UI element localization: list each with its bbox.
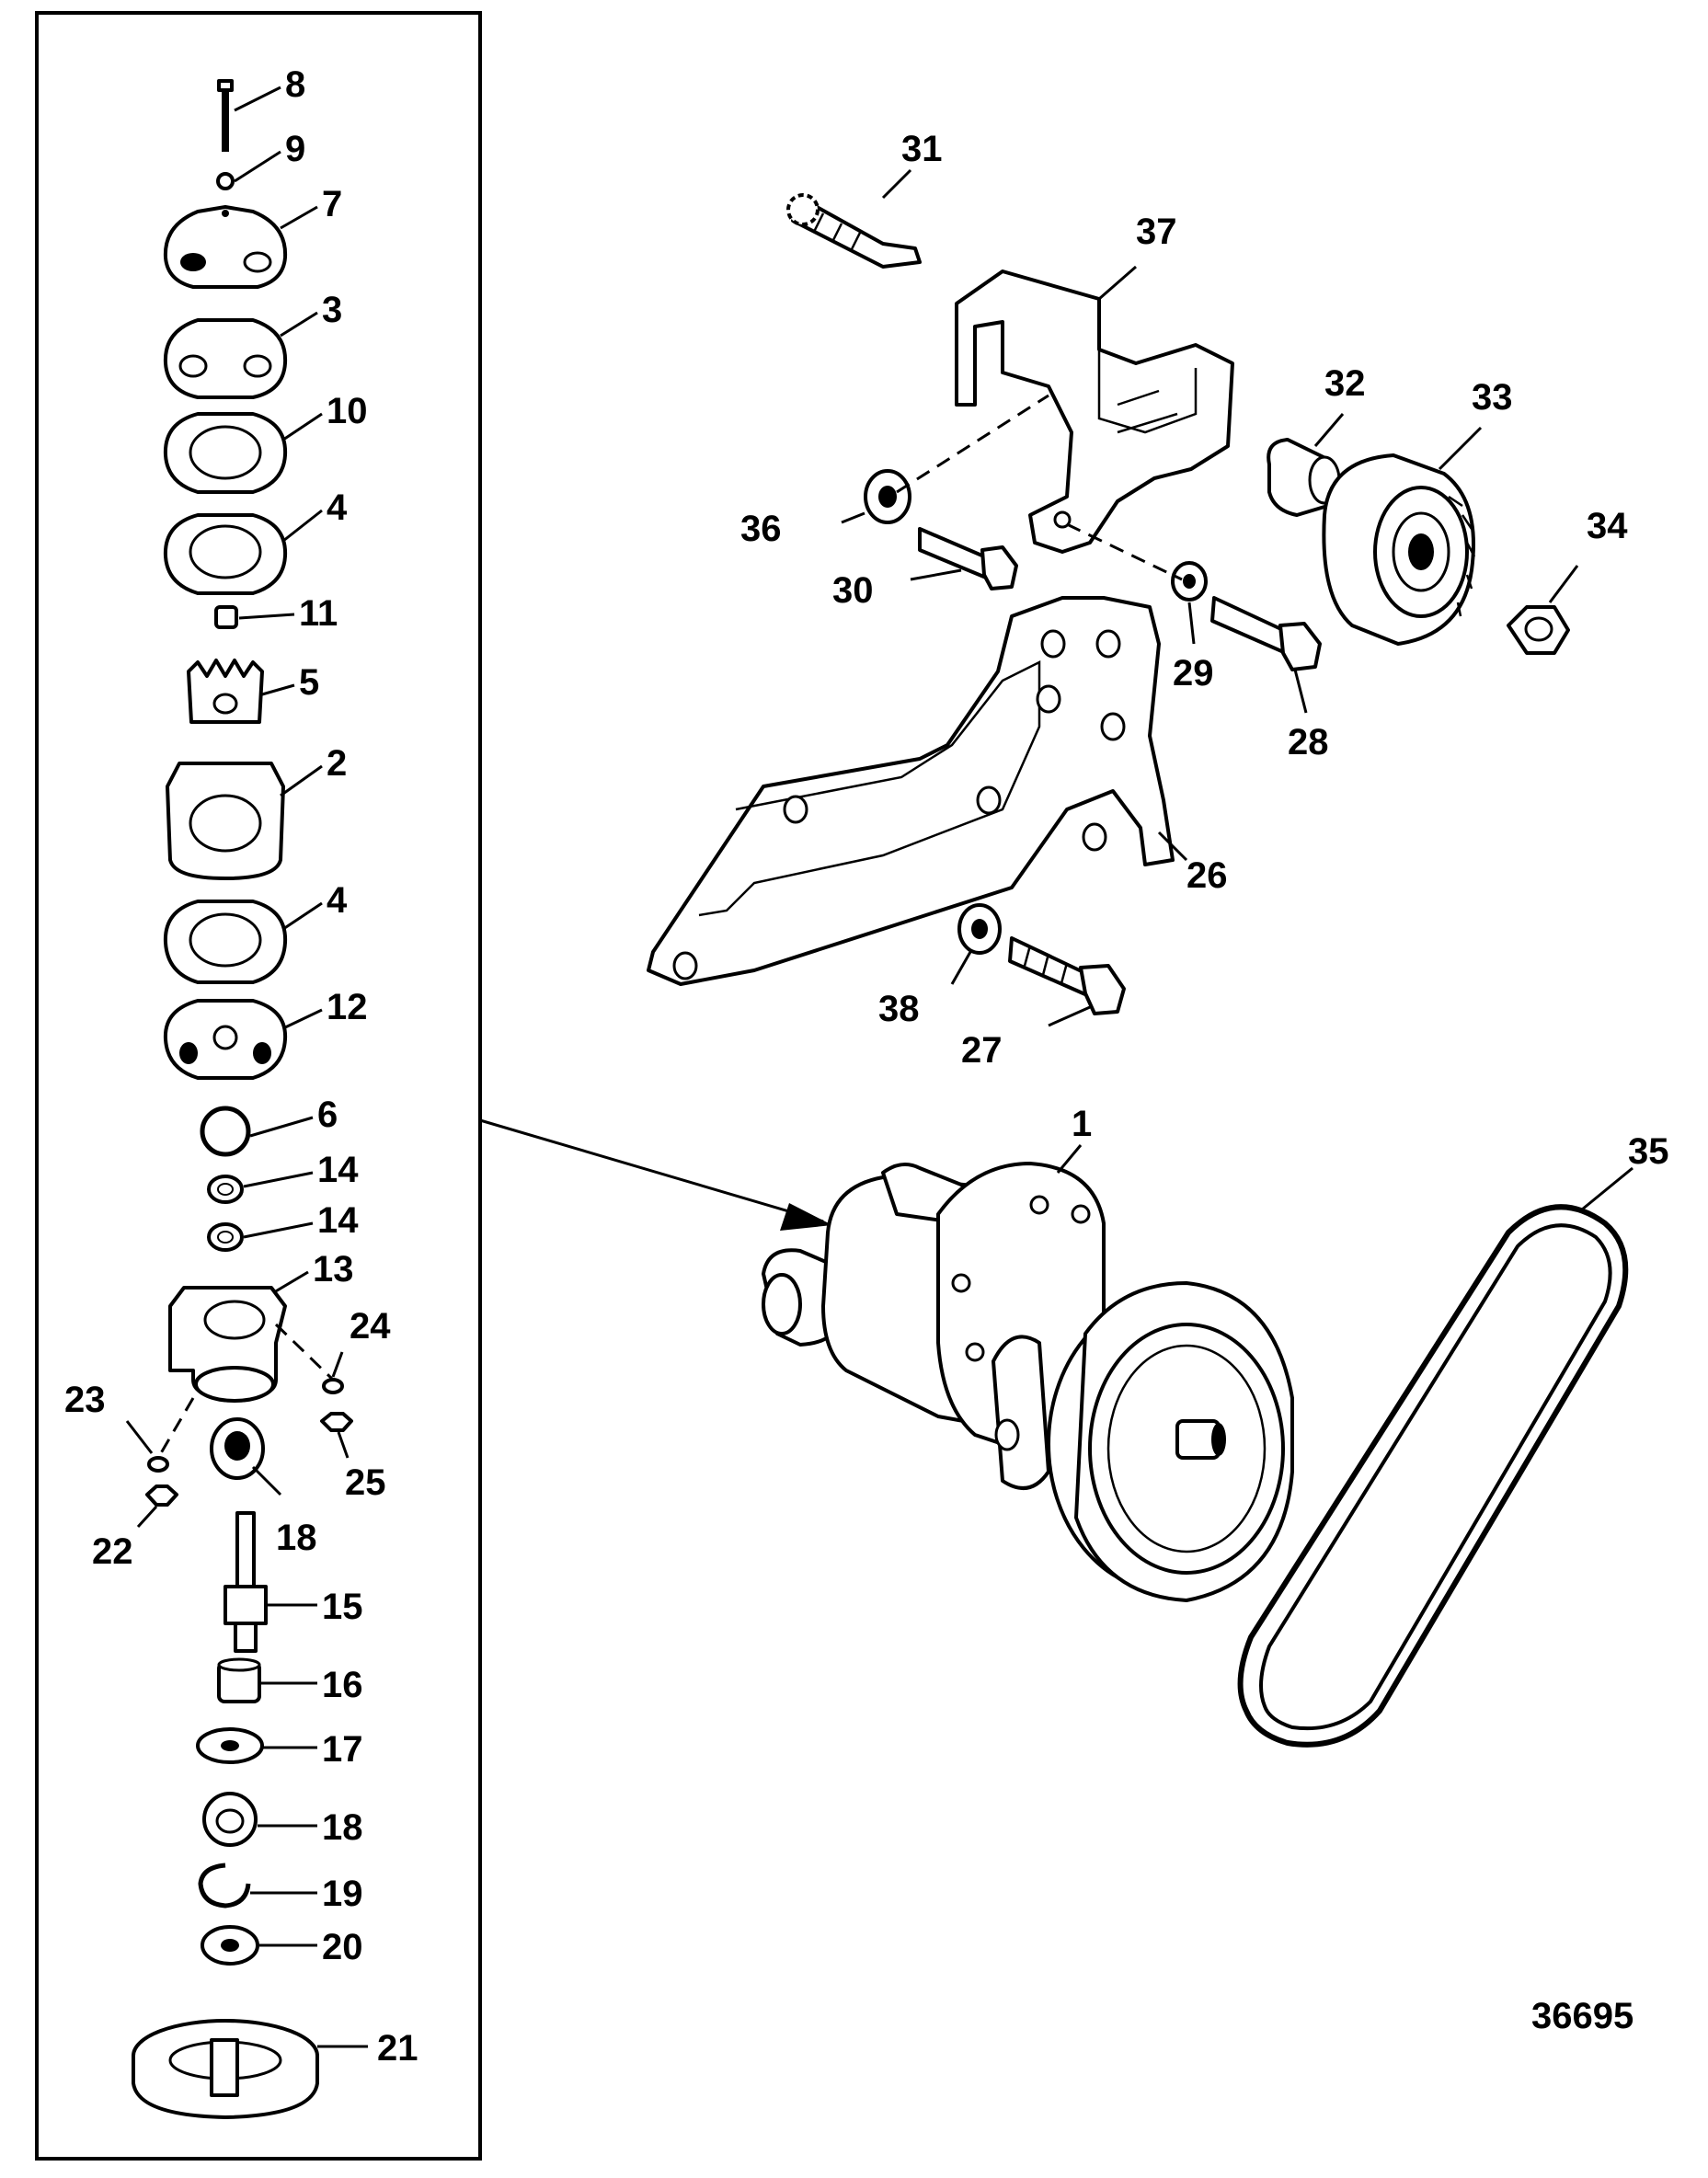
part-15-shaft (224, 1511, 268, 1653)
callout-11: 11 (299, 593, 338, 634)
part-36-washer (864, 469, 911, 524)
callout-24: 24 (350, 1306, 391, 1347)
part-11-sleeve (214, 605, 238, 629)
figure-number: 36695 (1531, 1996, 1633, 2036)
part-8-screw (217, 79, 234, 152)
callout-17: 17 (322, 1729, 363, 1770)
part-13-pump-body (168, 1286, 287, 1403)
callout-31: 31 (901, 129, 943, 169)
callout-12: 12 (327, 987, 368, 1027)
callout-14-lower: 14 (317, 1200, 359, 1241)
part-18-bearing-upper (210, 1417, 265, 1480)
callout-2: 2 (327, 743, 347, 784)
callout-15: 15 (322, 1587, 363, 1627)
callout-29: 29 (1173, 653, 1214, 694)
callout-27: 27 (961, 1030, 1003, 1071)
inset-pointer-arrow (479, 1118, 832, 1231)
callout-5: 5 (299, 662, 319, 703)
part-7-cover (163, 205, 288, 289)
part-3-gasket (163, 318, 288, 399)
callout-32: 32 (1324, 363, 1366, 404)
callout-1: 1 (1072, 1104, 1092, 1144)
callout-4-upper: 4 (327, 487, 348, 528)
part-27-bolt (1008, 936, 1126, 1015)
part-32-spacer (1267, 438, 1341, 517)
callout-25: 25 (345, 1462, 386, 1503)
part-12-wear-plate (163, 999, 288, 1080)
callout-38: 38 (878, 989, 920, 1029)
callout-20: 20 (322, 1927, 363, 1967)
callout-35: 35 (1628, 1131, 1669, 1172)
callout-37: 37 (1136, 212, 1177, 252)
callout-16: 16 (322, 1665, 363, 1705)
part-2-housing (166, 762, 285, 880)
callout-9: 9 (285, 129, 305, 169)
part-5-impeller (187, 659, 264, 724)
callout-13: 13 (313, 1249, 354, 1290)
right-leader-lines (841, 168, 1633, 1211)
callout-23: 23 (64, 1380, 106, 1420)
callout-26: 26 (1186, 855, 1228, 896)
callout-21: 21 (377, 2028, 418, 2069)
part-4-gasket-upper (163, 513, 288, 595)
part-24-washer (322, 1378, 344, 1394)
part-34-nut (1507, 605, 1570, 655)
part-31-stud (786, 193, 922, 269)
callout-3: 3 (322, 290, 342, 330)
part-9-washer (216, 172, 235, 190)
part-23-washer (147, 1456, 169, 1473)
part-6-o-ring (200, 1106, 251, 1157)
callout-6: 6 (317, 1095, 338, 1135)
callout-36: 36 (740, 509, 782, 549)
part-38-washer (957, 903, 1002, 955)
callout-18-upper: 18 (276, 1518, 317, 1558)
part-22-nut (145, 1484, 178, 1507)
part-14-seal-upper (207, 1175, 244, 1204)
part-4-gasket-lower (163, 900, 288, 984)
callout-30: 30 (832, 570, 874, 611)
callout-14-upper: 14 (317, 1150, 359, 1190)
part-14-seal-lower (207, 1222, 244, 1252)
part-25-nut (320, 1412, 353, 1432)
part-21-pulley (132, 2019, 319, 2119)
part-26-mount-bracket (647, 596, 1175, 986)
callout-18-lower: 18 (322, 1807, 363, 1848)
callout-7: 7 (322, 184, 342, 224)
inset-leader-lines (125, 86, 368, 2048)
callout-33: 33 (1472, 377, 1513, 418)
part-10-plate (163, 412, 288, 494)
inset-frame (35, 11, 482, 2161)
part-18-bearing-lower (202, 1792, 258, 1847)
callout-19: 19 (322, 1874, 363, 1914)
stud-line-24 (274, 1323, 335, 1381)
part-35-drive-belt (1237, 1204, 1629, 1748)
callout-labels: 8 9 7 3 10 4 11 5 2 4 12 6 14 14 13 24 2… (64, 64, 1669, 2069)
part-29-washer (1171, 561, 1208, 602)
callout-8: 8 (285, 64, 305, 105)
assembly-line-36 (896, 394, 1049, 494)
callout-28: 28 (1288, 722, 1329, 762)
callout-4-lower: 4 (327, 880, 348, 921)
part-37-bracket (955, 269, 1234, 554)
part-20-seal (201, 1925, 259, 1966)
part-28-bolt (1210, 596, 1322, 671)
part-17-seal (196, 1727, 264, 1764)
part-33-idler-pulley (1322, 453, 1476, 646)
assembly-line-29 (1066, 522, 1183, 581)
callout-10: 10 (327, 391, 368, 431)
callout-34: 34 (1587, 506, 1628, 546)
stud-line-23 (156, 1397, 195, 1459)
callout-22: 22 (92, 1531, 133, 1572)
part-19-snap-ring (198, 1863, 251, 1909)
part-16-sleeve (217, 1657, 261, 1703)
part-1-seawater-pump (762, 1162, 1294, 1602)
part-30-bolt (918, 527, 1018, 590)
